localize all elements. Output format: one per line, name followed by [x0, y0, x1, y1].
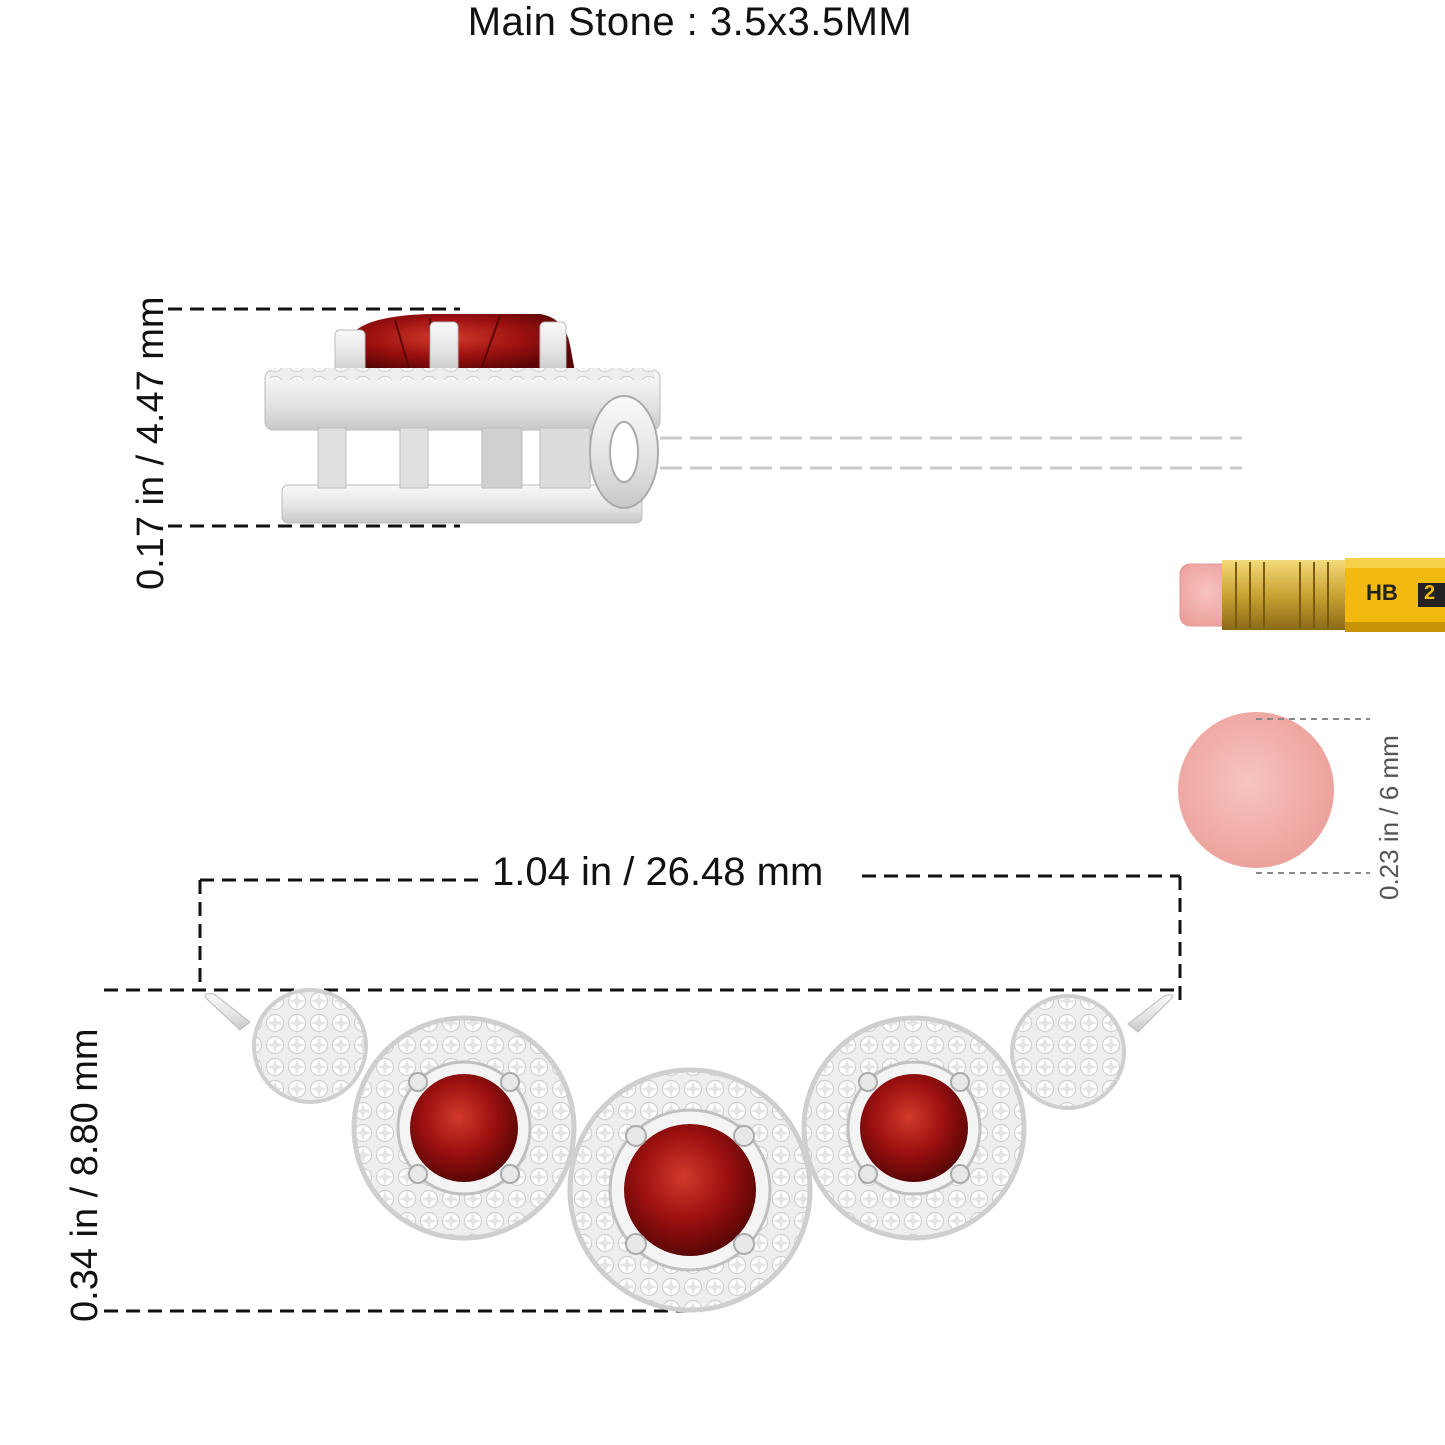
- main-stone-title: Main Stone : 3.5x3.5MM: [467, 0, 913, 44]
- chain: [660, 436, 1242, 470]
- front-height-dimension: [104, 988, 1180, 1313]
- eraser-diameter-label: 0.23 in / 6 mm: [1374, 735, 1404, 900]
- side-height-dimension: [168, 307, 460, 528]
- pendant-front-view: [204, 988, 1174, 1313]
- pendant-side-view: [264, 314, 661, 524]
- eraser-end-view: [1178, 712, 1370, 874]
- width-dimension: [198, 874, 1182, 1008]
- front-height-label: 0.34 in / 8.80 mm: [64, 1028, 106, 1322]
- side-height-label: 0.17 in / 4.47 mm: [130, 296, 172, 590]
- pencil-grade: HB: [1366, 580, 1398, 605]
- pencil-scale-reference: [1179, 558, 1445, 632]
- width-label: 1.04 in / 26.48 mm: [486, 850, 830, 895]
- pencil-grade-number: 2: [1424, 582, 1436, 604]
